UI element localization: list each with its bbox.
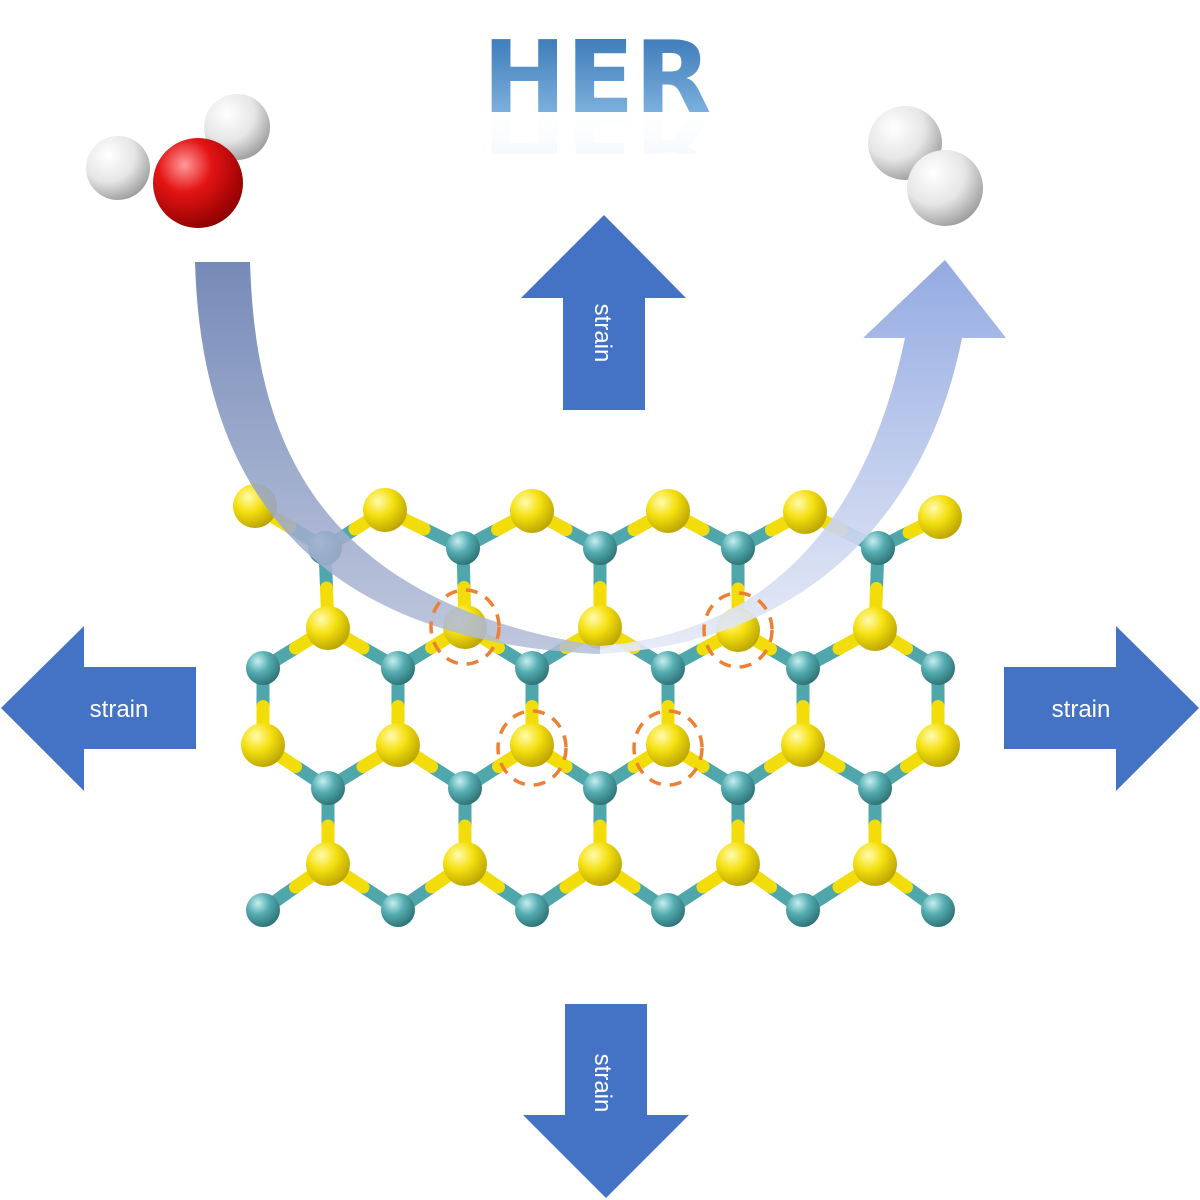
sulfur-atom [578, 842, 622, 886]
strain-arrow-up: strain [521, 215, 686, 410]
metal-atom [786, 893, 820, 927]
metal-atom [246, 651, 280, 685]
strain-label-right: strain [1052, 696, 1111, 723]
sulfur-atom [918, 495, 962, 539]
arrow-left-icon [1, 626, 196, 791]
metal-atom [381, 651, 415, 685]
metal-atom [583, 771, 617, 805]
sulfur-atom [376, 723, 420, 767]
sulfur-atom [306, 842, 350, 886]
active-site-ring [702, 591, 774, 669]
arrow-right-icon [1004, 626, 1199, 791]
sulfur-atom [443, 842, 487, 886]
metal-atom [786, 651, 820, 685]
oxygen-atom [153, 138, 243, 228]
metal-atom [448, 771, 482, 805]
active-site-ring [429, 588, 501, 666]
sulfur-atom [510, 489, 554, 533]
strain-arrow-down: strain [523, 1004, 689, 1198]
sulfur-atom [783, 490, 827, 534]
active-site-ring [632, 709, 704, 787]
strain-label-bottom: strain [589, 1054, 616, 1113]
metal-atom [651, 651, 685, 685]
sulfur-atom [916, 723, 960, 767]
hydrogen-atom [907, 150, 983, 226]
sulfur-atom [781, 723, 825, 767]
strain-arrow-left: strain [1, 626, 196, 791]
svg-text:HER: HER [482, 88, 711, 205]
sulfur-atom [646, 723, 690, 767]
active-site-ring [496, 709, 568, 787]
hydrogen-atom [86, 136, 150, 200]
strain-label-top: strain [589, 304, 616, 363]
active-site-markers [429, 588, 774, 787]
metal-atom [583, 531, 617, 565]
title-her: HER [482, 19, 711, 136]
sulfur-atom [510, 723, 554, 767]
sulfur-atom [853, 607, 897, 651]
metal-atom [515, 893, 549, 927]
metal-atom [651, 893, 685, 927]
sulfur-atom [646, 489, 690, 533]
desorption-curve-arrow [600, 260, 1006, 654]
water-molecule [86, 94, 270, 228]
arrow-up-icon [521, 215, 686, 410]
sulfur-atom [578, 605, 622, 649]
sulfur-atom [853, 842, 897, 886]
sulfur-atom [363, 488, 407, 532]
metal-atom [921, 893, 955, 927]
metal-atom [858, 771, 892, 805]
metal-atom [446, 531, 480, 565]
title-reflection: HER [482, 88, 711, 205]
metal-atom [721, 771, 755, 805]
metal-atom [311, 771, 345, 805]
metal-atom [515, 651, 549, 685]
hydrogen-atom [204, 94, 270, 160]
sulfur-atom [306, 606, 350, 650]
hydrogen-molecule [868, 106, 983, 226]
metal-atom [721, 531, 755, 565]
metal-atom [861, 531, 895, 565]
strain-label-left: strain [90, 696, 149, 723]
sulfur-atom [241, 723, 285, 767]
metal-atom [381, 893, 415, 927]
metal-atom [246, 893, 280, 927]
sulfur-atom [716, 842, 760, 886]
adsorption-curve-arrow [195, 262, 600, 654]
strain-arrow-right: strain [1004, 626, 1199, 791]
arrow-down-icon [523, 1004, 689, 1198]
metal-atom [921, 651, 955, 685]
